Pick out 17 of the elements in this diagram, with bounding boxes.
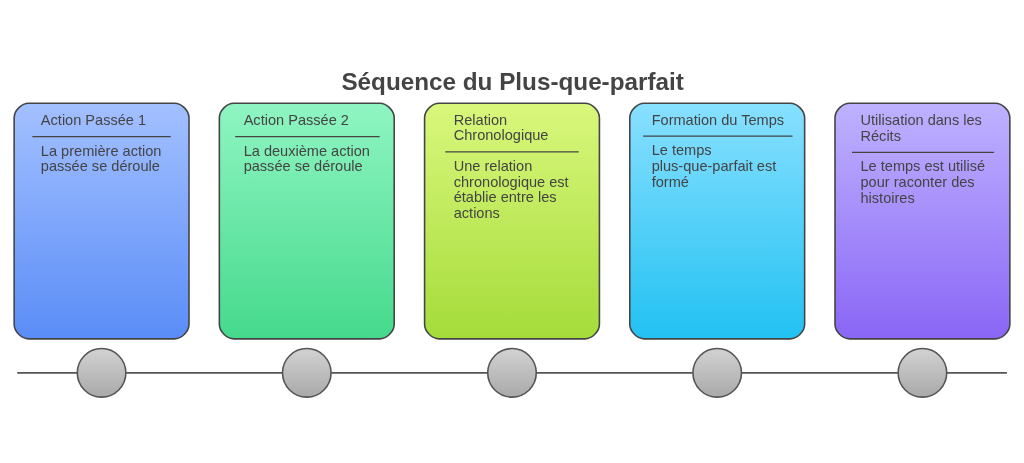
node-box: Formation du Temps Le temps plus-que-parfait est formé <box>629 102 806 340</box>
diagram-title: Séquence du Plus-que-parfait <box>341 67 684 95</box>
node-box: Action Passée 2 La deuxième action passée se déroule <box>218 102 395 340</box>
connector <box>946 371 1008 374</box>
connector <box>16 371 79 374</box>
node-box: Utilisation dans les Récits Le temps est utilisé pour raconter des histoires <box>834 102 1011 340</box>
node-circle <box>281 347 332 398</box>
connector <box>740 371 900 374</box>
node-circle <box>486 347 538 398</box>
node-circle <box>76 347 127 398</box>
connector <box>330 371 489 374</box>
connector <box>535 371 694 374</box>
node-box: Relation Chronologique Une relation chronologique est établie entre les actions <box>423 102 601 340</box>
node-circle <box>897 347 948 398</box>
node-circle <box>692 347 743 398</box>
node-box: Action Passée 1 La première action passée se déroule <box>13 102 190 340</box>
connector <box>125 371 284 374</box>
